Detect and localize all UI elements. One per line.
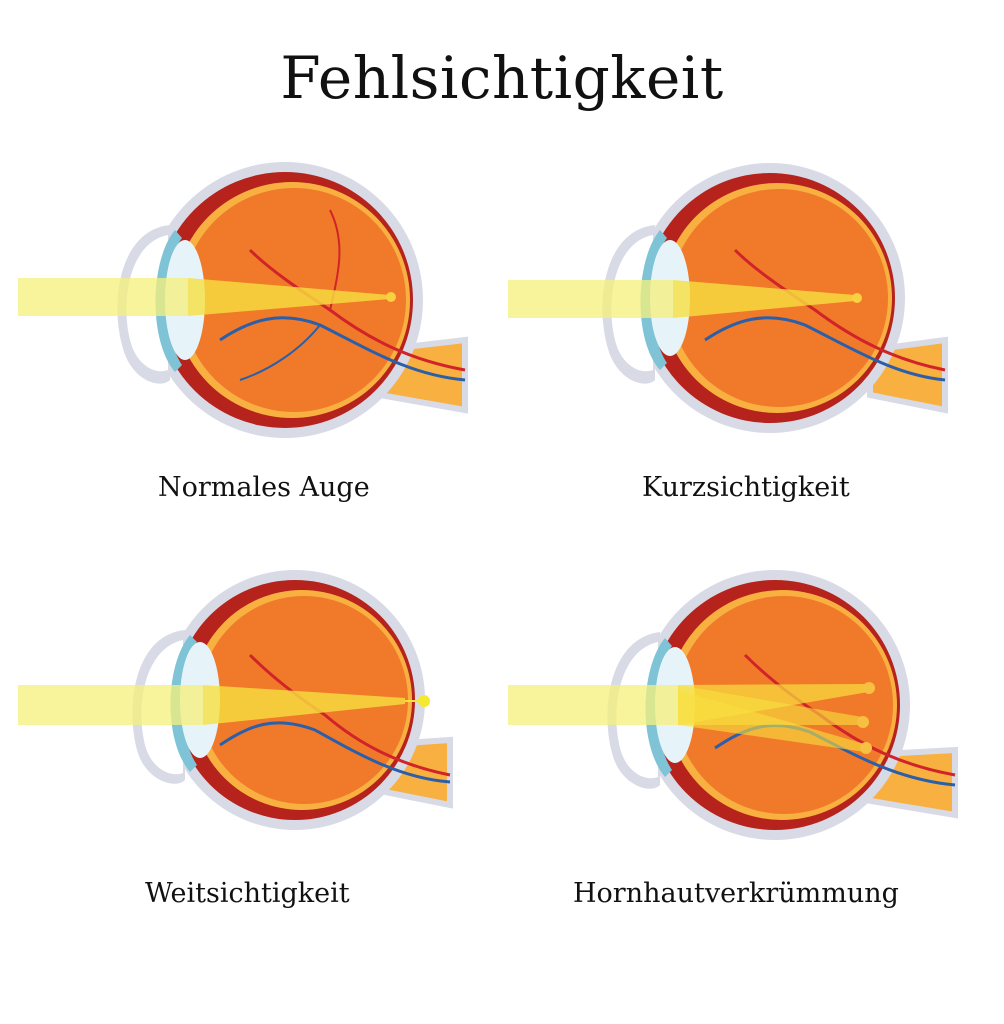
eye-diagram-myopia bbox=[508, 163, 948, 433]
eye-diagram-hyperopia bbox=[18, 570, 453, 830]
focal-point bbox=[386, 292, 396, 302]
panel-normal-eye: Normales Auge bbox=[10, 150, 490, 530]
panel-myopia: Kurzsichtigkeit bbox=[500, 150, 980, 530]
page-title: Fehlsichtigkeit bbox=[280, 44, 724, 112]
panel-hyperopia: Weitsichtigkeit bbox=[10, 560, 490, 940]
panel-astigmatism: Hornhautverkrümmung bbox=[500, 560, 980, 940]
caption-normal-eye: Normales Auge bbox=[158, 472, 370, 503]
eye-diagram-astigmatism bbox=[508, 570, 958, 840]
focal-point-1 bbox=[863, 682, 875, 694]
focal-point-2 bbox=[857, 716, 869, 728]
focal-point bbox=[418, 695, 430, 707]
light-beam bbox=[18, 278, 188, 316]
cornea bbox=[155, 230, 182, 372]
focal-point bbox=[852, 293, 862, 303]
caption-astigmatism: Hornhautverkrümmung bbox=[573, 878, 899, 909]
focal-point-3 bbox=[860, 742, 872, 754]
caption-hyperopia: Weitsichtigkeit bbox=[145, 878, 350, 909]
caption-myopia: Kurzsichtigkeit bbox=[642, 472, 850, 503]
eye-diagram-normal bbox=[18, 162, 468, 438]
